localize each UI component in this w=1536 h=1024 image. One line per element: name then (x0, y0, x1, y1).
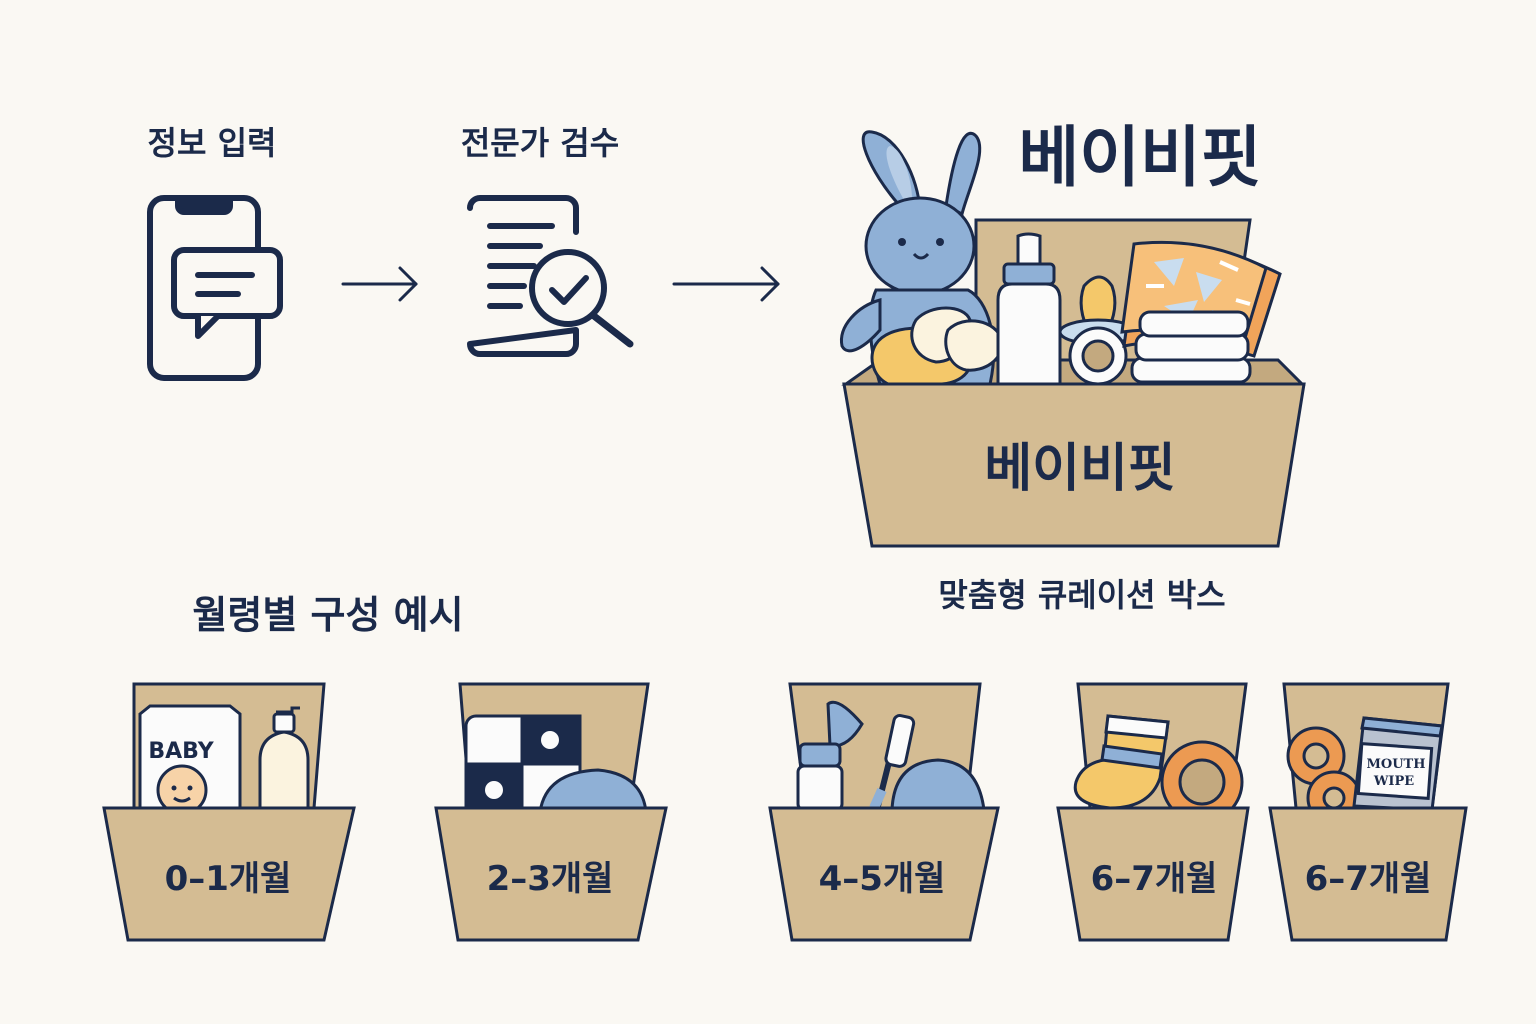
bib-icon (870, 306, 1004, 386)
arrow-right-icon (672, 266, 780, 302)
step-label-review: 전문가 검수 (461, 124, 619, 162)
arrow-right-icon (341, 266, 418, 302)
curation-box: 베이비핏 (840, 130, 1306, 548)
document-search-icon (467, 195, 634, 357)
monthly-box-0-1: BABY 0–1개월 (102, 682, 356, 942)
blue-hat-icon (538, 768, 648, 814)
wipe-pack-text-1: MOUTH (1366, 757, 1425, 772)
lotion-bottle-icon (258, 706, 310, 812)
baby-bottle-icon (996, 232, 1062, 386)
toothbrush-icon (869, 714, 916, 811)
brand-title: 베이비핏 (1019, 119, 1262, 196)
monthly-box-label: 0–1개월 (165, 859, 292, 899)
monthly-box-6-7-b: MOUTH WIPE 6–7개월 (1268, 682, 1468, 942)
monthly-box-label: 4–5개월 (819, 859, 946, 899)
monthly-box-2-3: 2–3개월 (434, 682, 668, 942)
monthly-box-label: 6–7개월 (1305, 859, 1432, 899)
wipe-pack-text-2: WIPE (1373, 774, 1414, 789)
folded-towel-icon (1130, 310, 1252, 384)
pacifier-icon (1058, 275, 1138, 386)
monthly-box-4-5: 4–5개월 (768, 682, 1000, 942)
step-label-input: 정보 입력 (148, 124, 277, 162)
wipe-pack-icon: MOUTH WIPE (1352, 716, 1444, 812)
monthly-box-label: 6–7개월 (1091, 859, 1218, 899)
baby-box-text: BABY (148, 739, 214, 764)
monthly-heading: 월령별 구성 예시 (192, 593, 463, 637)
sock-icon (1073, 714, 1170, 810)
curation-caption: 맞춤형 큐레이션 박스 (938, 576, 1225, 614)
box-brand-label: 베이비핏 (984, 439, 1175, 499)
formula-box-icon: BABY (138, 704, 242, 816)
monthly-box-label: 2–3개월 (487, 859, 614, 899)
monthly-box-6-7-a: 6–7개월 (1056, 682, 1250, 942)
teether-ring-icon (1160, 740, 1244, 824)
phone-chat-icon (147, 195, 283, 381)
blue-hat-icon (890, 758, 986, 812)
